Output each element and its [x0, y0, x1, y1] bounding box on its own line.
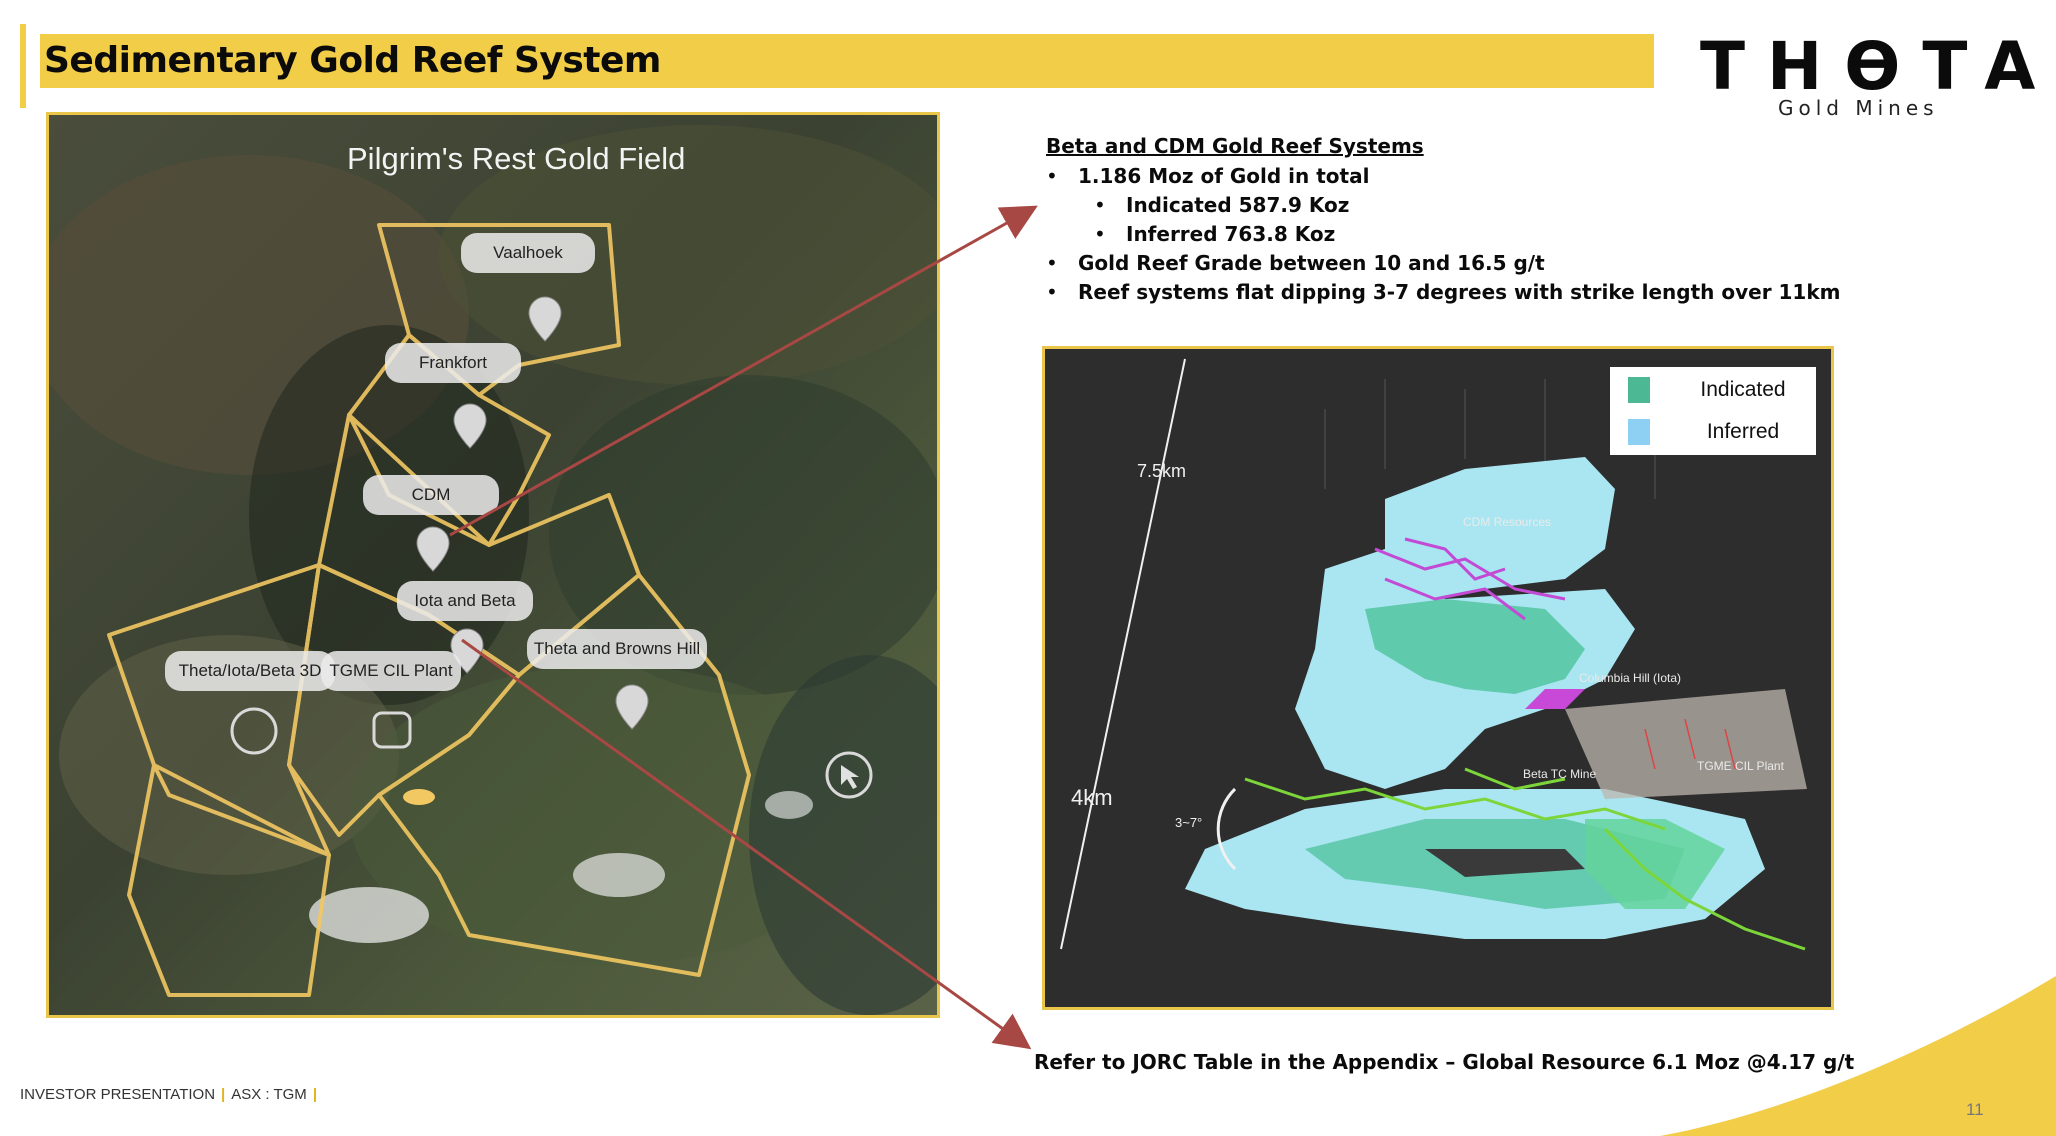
summary-item: Reef systems flat dipping 3-7 degrees wi…	[1046, 278, 1846, 307]
model-legend: Indicated Inferred	[1610, 367, 1816, 455]
model-label-beta-mine: Beta TC Mine	[1523, 767, 1597, 781]
slide-title: Sedimentary Gold Reef System	[44, 40, 661, 81]
scale-label-long: 7.5km	[1137, 461, 1187, 481]
map-label-theta-and-browns-hill: Theta and Browns Hill	[527, 629, 707, 669]
map-label-theta-iota-beta-3d: Theta/Iota/Beta 3D	[165, 651, 335, 691]
map-label-iota-and-beta: Iota and Beta	[397, 581, 533, 621]
legend-swatch-inferred	[1628, 419, 1650, 445]
logo-subtitle: Gold Mines	[1778, 96, 1939, 120]
summary-heading: Beta and CDM Gold Reef Systems	[1046, 134, 1424, 158]
page-number: 11	[1966, 1100, 1984, 1119]
title-accent-line	[20, 24, 26, 108]
legend-inferred: Inferred	[1610, 411, 1816, 451]
legend-label: Indicated	[1700, 378, 1786, 401]
logo-word: THƟTA	[1700, 28, 2056, 105]
reef-model-graphic	[1060, 358, 1807, 951]
map-title: Pilgrim's Rest Gold Field	[347, 141, 686, 176]
legend-label: Inferred	[1706, 420, 1780, 443]
model-label-columbia-hill: Columbia Hill (Iota)	[1579, 671, 1682, 685]
footer-separator: |	[312, 1086, 318, 1103]
title-bar: Sedimentary Gold Reef System	[40, 34, 1654, 88]
summary-item: Indicated 587.9 Koz	[1046, 191, 1846, 220]
summary-item: Inferred 763.8 Koz	[1046, 220, 1846, 249]
scale-label-short: 4km	[1071, 785, 1113, 810]
resource-summary: Beta and CDM Gold Reef Systems 1.186 Moz…	[1046, 134, 1846, 307]
model-label-cdm: CDM Resources	[1463, 515, 1552, 529]
footer-left: INVESTOR PRESENTATION	[20, 1086, 216, 1103]
jorc-note: Refer to JORC Table in the Appendix – Gl…	[1034, 1050, 1855, 1074]
model-label-tgme-plant: TGME CIL Plant	[1697, 759, 1784, 773]
footer-right: ASX : TGM	[231, 1086, 307, 1103]
legend-swatch-indicated	[1628, 377, 1650, 403]
footer: INVESTOR PRESENTATION | ASX : TGM |	[20, 1086, 323, 1103]
footer-separator: |	[221, 1086, 226, 1103]
reef-model-3d: Indicated Inferred 7.5km 4km 3~7° CDM Re…	[1042, 346, 1834, 1010]
map-label-cdm: CDM	[363, 475, 499, 515]
dip-angle-label: 3~7°	[1175, 815, 1203, 830]
summary-item: 1.186 Moz of Gold in total	[1046, 162, 1846, 191]
map-label-vaalhoek: Vaalhoek	[461, 233, 595, 273]
theta-gold-mines-logo: THƟTA Gold Mines	[1700, 22, 2036, 122]
map-label-tgme-cil-plant: TGME CIL Plant	[321, 651, 461, 691]
map-label-frankfort: Frankfort	[385, 343, 521, 383]
summary-item: Gold Reef Grade between 10 and 16.5 g/t	[1046, 249, 1846, 278]
legend-indicated: Indicated	[1610, 369, 1816, 409]
satellite-map: Pilgrim's Rest Gold Field Vaalhoek Frank…	[46, 112, 940, 1018]
corner-swoosh	[1660, 976, 2056, 1136]
